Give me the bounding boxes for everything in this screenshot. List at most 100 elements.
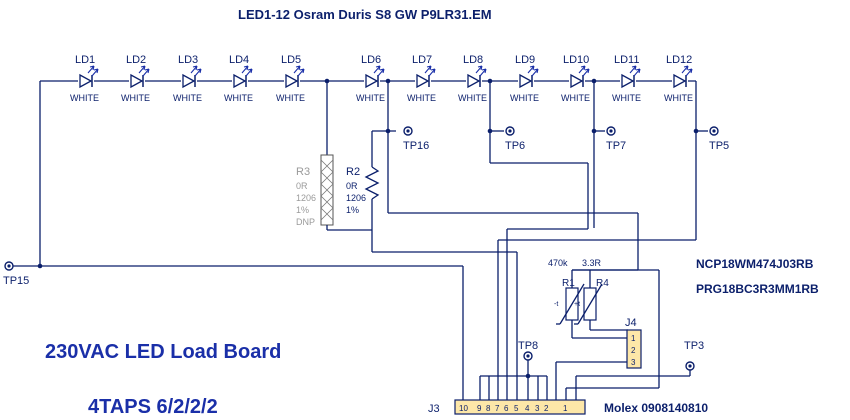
r4-part-number: PRG18BC3R3MM1RB <box>696 282 819 296</box>
led-ld10-arrow-1 <box>578 65 586 74</box>
r4-ref: R4 <box>596 278 609 289</box>
led-ld3-ref: LD3 <box>178 54 198 66</box>
led-ld2-ref: LD2 <box>126 54 146 66</box>
junction-dot-ld6 <box>385 78 391 84</box>
r2-value: 0R <box>346 181 358 191</box>
led-ld4-arrow-2 <box>245 68 253 77</box>
j4-pin-1: 1 <box>631 334 636 343</box>
led-ld9-ref: LD9 <box>515 54 535 66</box>
led-ld11-value: WHITE <box>612 93 641 103</box>
led-ld5-value: WHITE <box>276 93 305 103</box>
tp5-label: TP5 <box>709 140 729 152</box>
j3-pin-7: 7 <box>495 404 500 413</box>
led-ld12-arrow-2 <box>685 68 693 77</box>
r4-polarity: +t <box>574 301 580 308</box>
junction-dot-ld10 <box>591 78 597 84</box>
tp16-label: TP16 <box>403 140 429 152</box>
led-ld5-triangle <box>285 73 299 89</box>
r3-value: 0R <box>296 181 308 191</box>
led-ld7-arrow-2 <box>428 68 436 77</box>
r3-note: DNP <box>296 217 315 227</box>
j3-pin-3: 3 <box>535 404 540 413</box>
led-ld6-triangle <box>365 73 379 89</box>
r2-tolerance: 1% <box>346 205 359 215</box>
led-ld6-value: WHITE <box>356 93 385 103</box>
tp8-center <box>526 354 530 358</box>
tp3-center <box>688 364 692 368</box>
led-ld4-ref: LD4 <box>229 54 249 66</box>
r2-resistor <box>364 166 380 200</box>
r2-package: 1206 <box>346 193 366 203</box>
led-ld10-ref: LD10 <box>563 54 589 66</box>
j3-pin-1: 1 <box>563 404 568 413</box>
j3-part: Molex 0908140810 <box>604 401 708 415</box>
j3-pin-6: 6 <box>504 404 509 413</box>
r3-tolerance: 1% <box>296 205 309 215</box>
j4-connector <box>626 329 642 369</box>
junction-dot-tp16 <box>385 128 391 134</box>
led-ld5-arrow-1 <box>293 65 301 74</box>
r1-part-number: NCP18WM474J03RB <box>696 257 814 271</box>
junction-dot-r3 <box>324 78 330 84</box>
led-ld10-value: WHITE <box>561 93 590 103</box>
led-ld8-ref: LD8 <box>463 54 483 66</box>
led-ld6-ref: LD6 <box>361 54 381 66</box>
led-ld11-arrow-1 <box>629 65 637 74</box>
j4-pin-3: 3 <box>631 358 636 367</box>
led-ld12-value: WHITE <box>664 93 693 103</box>
led-ld7-ref: LD7 <box>412 54 432 66</box>
led-ld2-arrow-2 <box>142 68 150 77</box>
tp8-label: TP8 <box>518 340 538 352</box>
led-ld1-arrow-2 <box>91 68 99 77</box>
junction-dot-ld8 <box>487 78 493 84</box>
r4-slash <box>577 283 603 325</box>
tp16-center <box>406 129 410 133</box>
led-ld8-triangle <box>467 73 481 89</box>
led-ld7-triangle <box>416 73 430 89</box>
j3-pin-10: 10 <box>459 404 468 413</box>
led-ld4-arrow-1 <box>241 65 249 74</box>
led-ld1-triangle <box>79 73 93 89</box>
junction-dot-tp5 <box>693 128 699 134</box>
r2-ref: R2 <box>346 166 360 178</box>
r3-package: 1206 <box>296 193 316 203</box>
led-ld7-value: WHITE <box>407 93 436 103</box>
led-ld10-triangle <box>570 73 584 89</box>
led-ld4-value: WHITE <box>224 93 253 103</box>
j3-connector <box>454 399 586 415</box>
tp3-label: TP3 <box>684 340 704 352</box>
junction-dot-tp8 <box>525 373 531 379</box>
led-ld11-triangle <box>621 73 635 89</box>
led-ld2-value: WHITE <box>121 93 150 103</box>
tp7-label: TP7 <box>606 140 626 152</box>
led-ld6-arrow-1 <box>373 65 381 74</box>
r4-value: 3.3R <box>582 258 602 268</box>
j3-pin-2: 2 <box>544 404 549 413</box>
led-ld8-value: WHITE <box>458 93 487 103</box>
board-title-block <box>33 320 348 420</box>
led-ld3-value: WHITE <box>173 93 202 103</box>
j3-pin-9: 9 <box>477 404 482 413</box>
tp5-center <box>712 129 716 133</box>
j3-pin-5: 5 <box>514 404 519 413</box>
led-ld3-arrow-1 <box>190 65 198 74</box>
r1-slash <box>559 283 585 325</box>
junction-dot-tp15 <box>37 263 43 269</box>
r3-ref: R3 <box>296 166 310 178</box>
led-ld12-triangle <box>673 73 687 89</box>
led-ld8-arrow-1 <box>475 65 483 74</box>
led-ld9-arrow-2 <box>531 68 539 77</box>
tp15-label: TP15 <box>3 275 29 287</box>
j4-ref: J4 <box>625 317 637 329</box>
led-ld2-triangle <box>130 73 144 89</box>
led-ld9-value: WHITE <box>510 93 539 103</box>
led-ld12-arrow-1 <box>681 65 689 74</box>
